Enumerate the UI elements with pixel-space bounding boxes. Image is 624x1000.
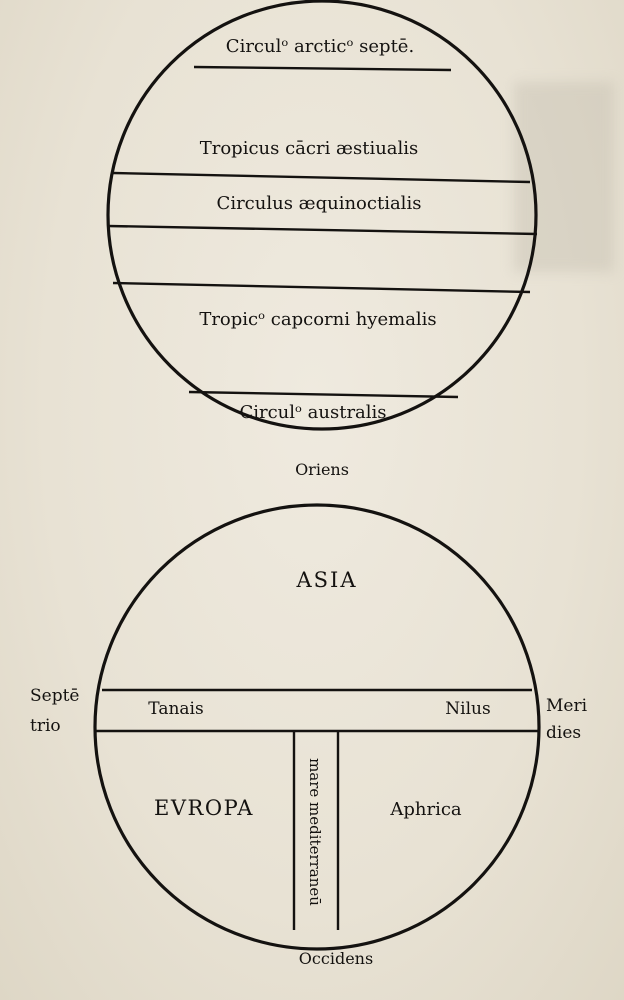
label-asia: ASIA [295, 568, 357, 592]
label-septentrio-1: Septē [30, 686, 79, 706]
label-meridies-1: Meri [546, 696, 588, 716]
label-nilus: Nilus [445, 699, 490, 719]
zone-label-arctic: Circulᵒ arcticᵒ septē. [226, 36, 414, 57]
label-septentrio-2: trio [30, 716, 61, 736]
zone-divider-equator-bottom [112, 281, 531, 294]
zone-label-australis: Circulᵒ australis [239, 402, 386, 423]
zone-divider-antarctic [188, 390, 459, 399]
label-occidens: Occidens [299, 949, 373, 968]
world-map-diagram [93, 503, 541, 951]
zone-label-cancer: Tropicus cācri æstiualis [200, 138, 419, 159]
world-circle [93, 503, 541, 951]
zones-diagram [106, 0, 538, 431]
label-aphrica: Aphrica [389, 799, 462, 820]
label-tanais: Tanais [148, 699, 203, 719]
zone-divider-arctic [193, 65, 452, 72]
zones-circle [106, 0, 538, 431]
label-europa: EVROPA [154, 796, 254, 820]
label-meridies-2: dies [546, 723, 581, 743]
paper-stain [514, 82, 614, 272]
label-mare-mediterraneum: mare mediterraneū [306, 758, 324, 906]
zone-divider-cancer [112, 171, 531, 184]
zone-divider-equator-top [107, 224, 538, 236]
zone-label-equator: Circulus æquinoctialis [217, 193, 422, 214]
zone-label-capricorn: Tropicᵒ capcorni hyemalis [199, 309, 436, 330]
label-oriens: Oriens [295, 460, 349, 479]
